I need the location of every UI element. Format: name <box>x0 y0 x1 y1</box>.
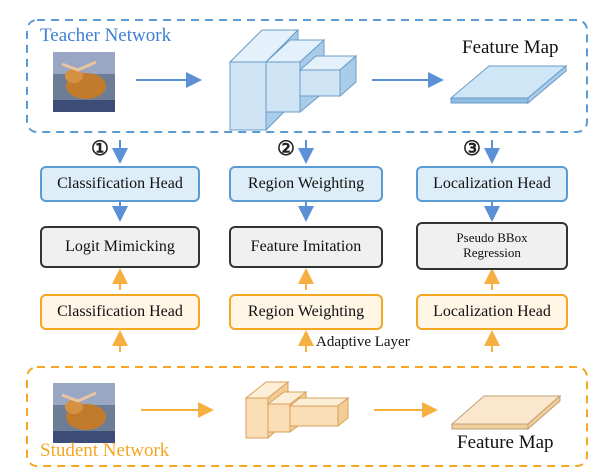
student-region-weighting: Region Weighting <box>229 294 383 330</box>
teacher-localization-head: Localization Head <box>416 166 568 202</box>
pseudo-bbox-line-2: Regression <box>463 245 521 260</box>
student-frame <box>26 366 588 467</box>
student-network-title: Student Network <box>40 440 170 461</box>
student-feature-map <box>450 394 562 431</box>
teacher-network-title: Teacher Network <box>40 25 172 46</box>
step-1-marker: ① <box>91 138 109 160</box>
pseudo-bbox-line-1: Pseudo BBox <box>456 230 528 246</box>
teacher-frame <box>26 19 588 133</box>
pseudo-bbox-regression-box: Pseudo BBox Regression <box>416 222 568 270</box>
teacher-feature-map-label: Feature Map <box>462 37 559 58</box>
student-input-image <box>53 383 115 443</box>
student-backbone <box>244 380 350 440</box>
student-localization-head: Localization Head <box>416 294 568 330</box>
teacher-classification-head: Classification Head <box>40 166 200 202</box>
step-2-marker: ② <box>277 138 295 160</box>
teacher-input-image <box>53 52 115 112</box>
student-feature-map-label: Feature Map <box>457 432 554 453</box>
teacher-feature-map <box>449 64 568 105</box>
student-classification-head: Classification Head <box>40 294 200 330</box>
teacher-region-weighting: Region Weighting <box>229 166 383 202</box>
adaptive-layer-label: Adaptive Layer <box>316 334 410 350</box>
feature-imitation-box: Feature Imitation <box>229 226 383 268</box>
step-3-marker: ③ <box>463 138 481 160</box>
teacher-backbone <box>228 28 358 132</box>
logit-mimicking-box: Logit Mimicking <box>40 226 200 268</box>
